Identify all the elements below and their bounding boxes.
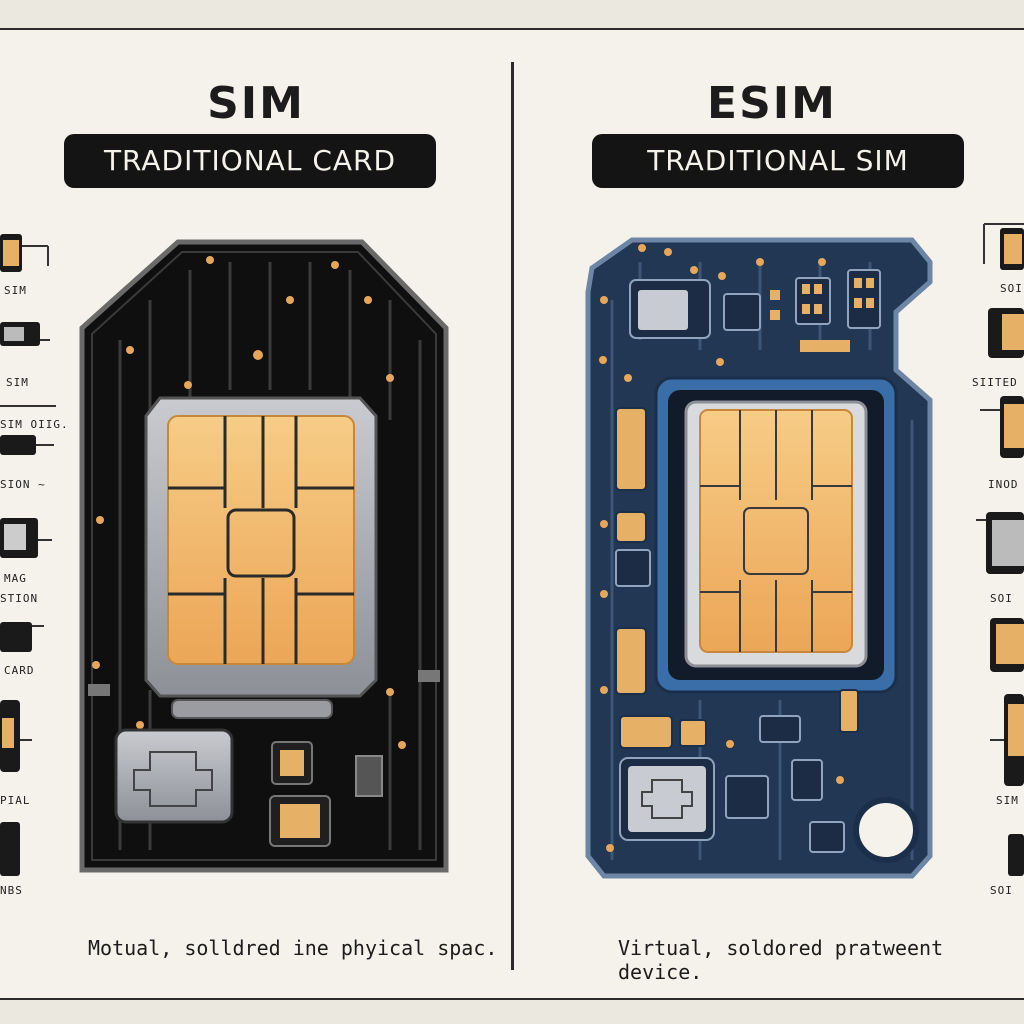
- right-side-label-2: SIITED: [972, 376, 1018, 389]
- right-side-label-3: INOD: [988, 478, 1019, 491]
- physical-sim-card: [79, 239, 449, 873]
- left-panel-title: SIM: [207, 78, 305, 129]
- left-side-label-9: NBS: [0, 884, 23, 897]
- right-side-label-4: SOI: [990, 592, 1013, 605]
- left-side-label-4: SION ~: [0, 478, 46, 491]
- right-side-label-5: SIM: [996, 794, 1019, 807]
- right-panel-caption: Virtual, soldored pratweent device.: [618, 936, 944, 984]
- left-side-label-6: STION: [0, 592, 39, 605]
- left-side-label-2: SIM: [6, 376, 29, 389]
- left-side-label-3: SIM OIIG.: [0, 418, 69, 431]
- left-panel-badge: TRADITIONAL CARD: [64, 134, 436, 188]
- right-panel-badge: TRADITIONAL SIM: [592, 134, 964, 188]
- right-side-label-1: SOI: [1000, 282, 1023, 295]
- left-side-label-8: PIAL: [0, 794, 31, 807]
- left-side-label-1: SIM: [4, 284, 27, 297]
- panel-divider: [511, 62, 514, 970]
- left-sim-thumbnails: [0, 234, 56, 876]
- left-side-label-5: MAG: [4, 572, 27, 585]
- right-panel-title: ESIM: [707, 78, 837, 129]
- right-side-label-6: SOI: [990, 884, 1013, 897]
- right-sim-thumbnails: [976, 223, 1024, 876]
- left-side-label-7: CARD: [4, 664, 35, 677]
- left-panel-caption: Motual, solldred ine phyical spac.: [88, 936, 498, 960]
- esim-circuit-board: [585, 237, 933, 879]
